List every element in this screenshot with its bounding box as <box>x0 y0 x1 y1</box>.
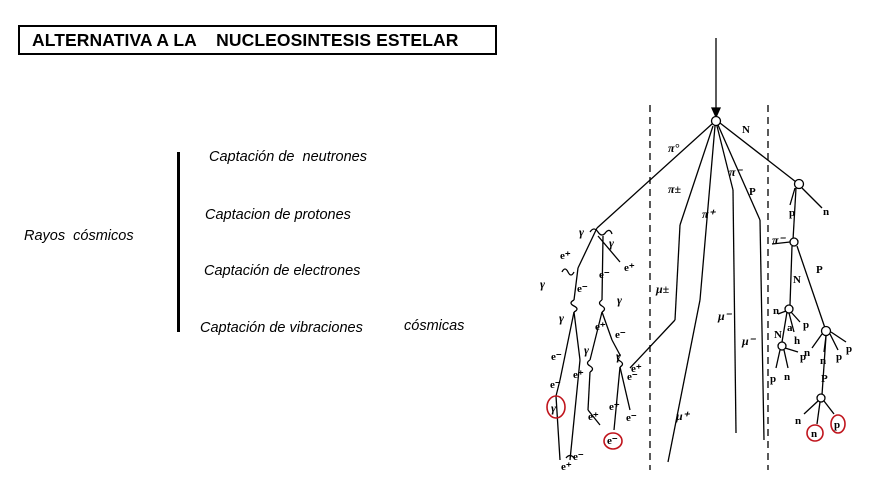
label-n-1: n <box>773 305 779 317</box>
label-n-right: n <box>823 206 829 218</box>
label-P-right: P <box>816 264 823 276</box>
label-e-minus-1: e⁻ <box>577 283 588 295</box>
label-e-minus-7: e⁻ <box>573 451 584 463</box>
label-pi-minus-right: π⁻ <box>772 233 787 247</box>
label-gamma-4: γ <box>559 311 564 325</box>
branch-pi0 <box>596 123 713 229</box>
branch-mu-minus-b <box>759 219 765 441</box>
label-e-plus-1: e⁺ <box>560 250 571 262</box>
label-e-minus-5: e⁻ <box>551 351 562 363</box>
gamma-wave-5 <box>586 359 594 373</box>
label-e-minus-3: e⁻ <box>615 329 626 341</box>
label-mu-minus-b: μ⁻ <box>741 334 757 348</box>
label-h-1: h <box>794 335 800 347</box>
label-P-low: P <box>821 373 828 385</box>
branch-pi-pm <box>679 125 714 226</box>
primary-arrow <box>710 107 722 119</box>
label-N-right: N <box>793 274 801 286</box>
label-e-plus-2: e⁺ <box>624 262 635 274</box>
process-cosmicas: cósmicas <box>404 318 465 334</box>
label-gamma-6: γ <box>584 343 589 357</box>
gamma-wave-1 <box>561 268 575 276</box>
label-n-3: n <box>804 347 810 359</box>
branch-mu-minus-a <box>732 189 737 434</box>
source-label: Rayos cósmicos <box>24 228 134 244</box>
label-n-5: n <box>795 415 801 427</box>
label-P-mid: P <box>749 186 756 198</box>
label-e-minus-circled: e⁻ <box>607 435 618 447</box>
label-e-plus-4: e⁺ <box>573 369 584 381</box>
label-gamma-3: γ <box>540 277 545 291</box>
label-mu-minus-a: μ⁻ <box>717 309 733 323</box>
highlight-proton <box>830 414 846 434</box>
label-n-2: n <box>784 371 790 383</box>
label-p-3: p <box>770 373 776 385</box>
label-e-plus-7: e⁺ <box>609 401 620 413</box>
label-n-circled: n <box>811 428 817 440</box>
branch-pi-minus <box>716 125 734 191</box>
label-gamma-1: γ <box>579 225 584 239</box>
branch-P <box>717 124 761 221</box>
gamma-wave-6 <box>616 354 624 368</box>
label-e-minus-6: e⁻ <box>626 412 637 424</box>
label-pi-pm: π± <box>668 182 682 196</box>
label-p-4: p <box>836 351 842 363</box>
highlight-electron <box>603 432 623 450</box>
label-e-plus-5: e⁺ <box>631 363 642 375</box>
process-vibraciones: Captación de vibraciones <box>200 320 363 336</box>
branch-mu-plus <box>667 299 701 463</box>
label-e-minus-2: e⁻ <box>599 269 610 281</box>
label-e-plus-6: e⁺ <box>588 411 599 423</box>
highlight-neutron <box>806 424 824 442</box>
branch-pi-pm-low <box>674 224 681 321</box>
page-title: ALTERNATIVA A LA NUCLEOSINTESIS ESTELAR <box>32 30 459 50</box>
label-N-top: N <box>742 124 750 136</box>
label-mu-plus: μ⁺ <box>675 409 691 423</box>
label-e-plus-3: e⁺ <box>595 321 606 333</box>
branch-pi-pm-kink <box>629 319 676 369</box>
gamma-wave-2 <box>570 299 578 313</box>
primary-vertex <box>710 115 722 127</box>
label-pi0: π° <box>668 141 680 155</box>
label-p-2: p <box>800 351 806 363</box>
label-p-1: p <box>803 319 809 331</box>
label-gamma-8: γ <box>551 401 556 415</box>
gamma-wave-3 <box>589 228 607 236</box>
label-p-right-2: p <box>846 343 852 355</box>
label-pi-plus: π⁺ <box>702 207 717 221</box>
branch-pi-plus <box>699 125 716 301</box>
label-a-1: a <box>787 322 793 334</box>
gamma-wave-7 <box>565 454 575 459</box>
highlight-gamma <box>546 395 566 419</box>
label-n-4: n <box>820 355 826 367</box>
label-pi-minus-top: π⁻ <box>729 165 744 179</box>
label-N-2: N <box>774 329 782 341</box>
title-box: ALTERNATIVA A LA NUCLEOSINTESIS ESTELAR <box>18 25 497 55</box>
label-gamma-5: γ <box>617 293 622 307</box>
process-electrones: Captación de electrones <box>204 263 361 279</box>
branch-N <box>719 122 797 183</box>
process-neutrones: Captación de neutrones <box>209 149 367 165</box>
label-e-plus-8: e⁺ <box>561 461 572 473</box>
process-protones: Captacion de protones <box>205 207 351 223</box>
label-e-minus-8: e⁻ <box>627 371 638 383</box>
label-p-right: p <box>789 207 795 219</box>
label-p-circled: p <box>834 419 840 431</box>
label-e-minus-4: e⁻ <box>550 379 561 391</box>
label-mu-pm: μ± <box>655 282 670 296</box>
label-gamma-7: γ <box>616 349 621 363</box>
gamma-wave-4 <box>598 299 606 313</box>
label-gamma-2: γ <box>609 236 614 250</box>
bracket-bar <box>177 152 180 332</box>
